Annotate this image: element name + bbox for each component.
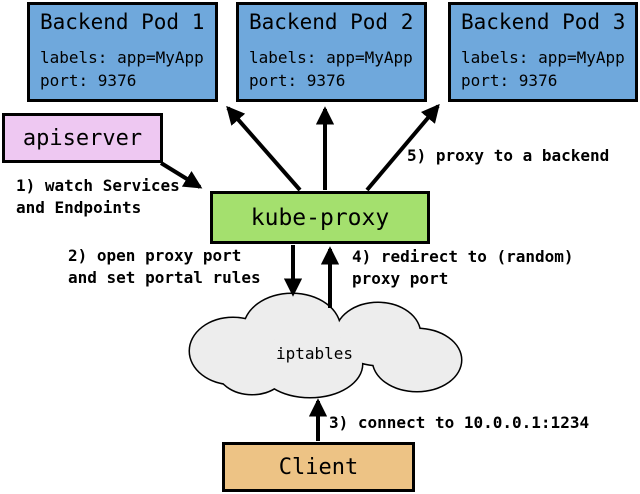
- pod-title: Backend Pod 3: [461, 10, 626, 34]
- kube-proxy-label: kube-proxy: [250, 204, 390, 231]
- apiserver-label: apiserver: [22, 125, 143, 151]
- iptables-label: iptables: [276, 344, 354, 363]
- pod-port: port: 9376: [249, 71, 346, 90]
- annotation-step1-watch-services: 1) watch Services and Endpoints: [16, 176, 180, 217]
- arrow-kube-proxy-to-pod3: [365, 103, 440, 192]
- pod-port: port: 9376: [40, 71, 137, 90]
- pod-title: Backend Pod 1: [40, 10, 205, 34]
- kube-proxy-box: kube-proxy: [210, 191, 430, 244]
- pod-labels: labels: app=MyApp: [461, 48, 625, 67]
- pod-labels: labels: app=MyApp: [40, 48, 204, 67]
- backend-pod-2: Backend Pod 2 labels: app=MyApp port: 93…: [236, 2, 427, 102]
- annotation-step3-connect: 3) connect to 10.0.0.1:1234: [329, 413, 590, 432]
- pod-labels: labels: app=MyApp: [249, 48, 413, 67]
- client-label: Client: [278, 454, 359, 480]
- backend-pod-1: Backend Pod 1 labels: app=MyApp port: 93…: [27, 2, 218, 102]
- arrow-apiserver-to-kube-proxy: [159, 161, 203, 189]
- annotation-step5-proxy-to-backend: 5) proxy to a backend: [407, 146, 610, 165]
- arrow-kube-proxy-to-pod1: [226, 105, 302, 192]
- backend-pod-3: Backend Pod 3 labels: app=MyApp port: 93…: [448, 2, 638, 102]
- annotation-step4-redirect: 4) redirect to (random) proxy port: [352, 247, 574, 288]
- iptables-cloud: [188, 292, 463, 399]
- pod-port: port: 9376: [461, 71, 558, 90]
- apiserver-box: apiserver: [2, 113, 163, 163]
- pod-title: Backend Pod 2: [249, 10, 414, 34]
- client-box: Client: [222, 442, 415, 492]
- annotation-step2-open-proxy-port: 2) open proxy port and set portal rules: [68, 246, 261, 287]
